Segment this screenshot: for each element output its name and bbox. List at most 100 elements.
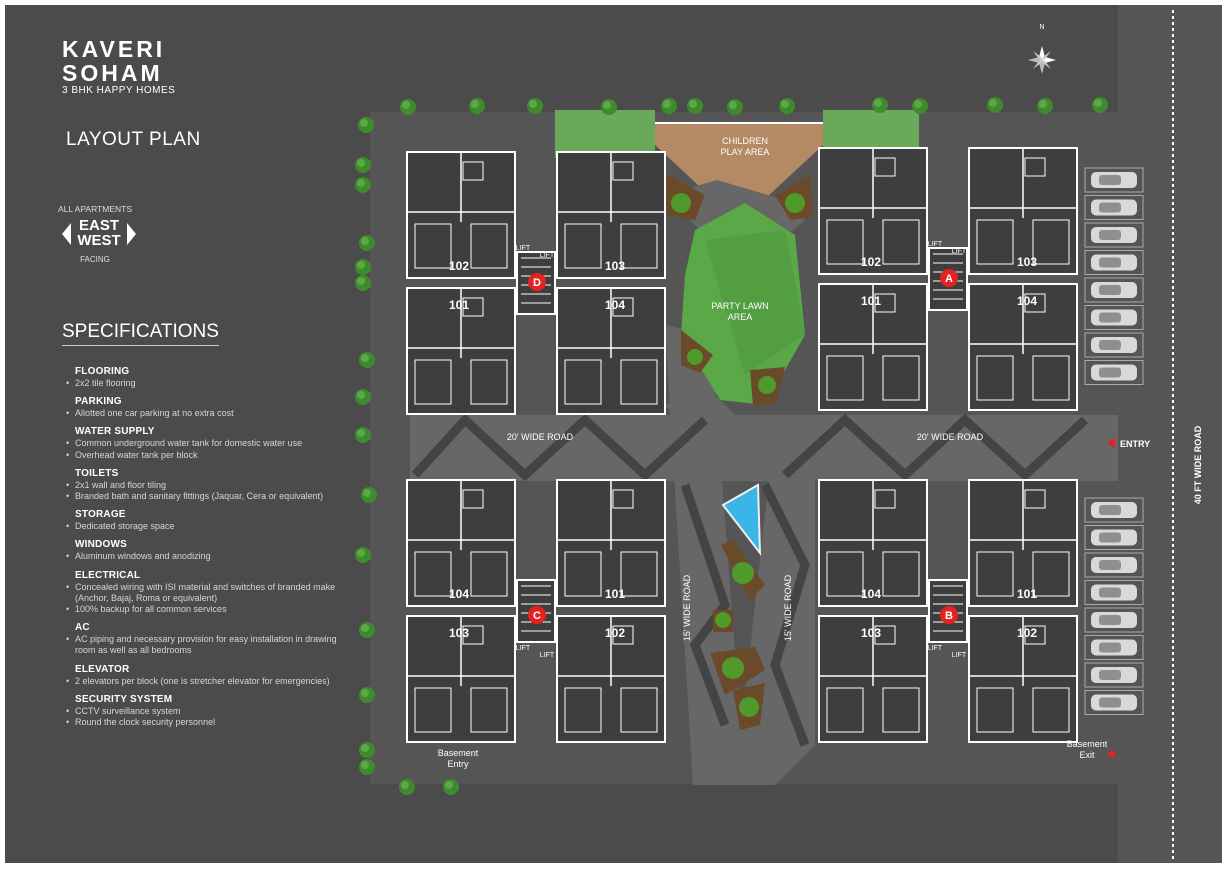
- exit-arrow-icon: [1107, 749, 1115, 759]
- spec-section: PARKINGAllotted one car parking at no ex…: [66, 396, 337, 419]
- unit-number: 102: [861, 255, 881, 269]
- block-core: [516, 251, 556, 315]
- parking-bay: [1084, 195, 1144, 220]
- basement-exit-label-1: Basement: [1067, 739, 1108, 749]
- lift-label: LIFT: [928, 241, 943, 248]
- entry-label: ENTRY: [1120, 439, 1150, 449]
- specifications-list: FLOORING2x2 tile flooringPARKINGAllotted…: [66, 366, 337, 729]
- lift-label: LIFT: [516, 245, 531, 252]
- play-area-label-2: PLAY AREA: [721, 147, 770, 157]
- unit-number: 102: [605, 626, 625, 640]
- spec-item: Allotted one car parking at no extra cos…: [66, 408, 337, 419]
- basement-exit-label-2: Exit: [1079, 750, 1095, 760]
- lift-label: LIFT: [516, 645, 531, 652]
- parking-bay: [1084, 332, 1144, 358]
- unit-number: 101: [449, 298, 469, 312]
- east-arrow-icon: [127, 223, 136, 245]
- compass-north-label: N: [1039, 24, 1044, 31]
- block-marker: [940, 269, 958, 287]
- unit-number: 103: [449, 626, 469, 640]
- brochure-frame: KAVERI SOHAM 3 BHK HAPPY HOMES LAYOUT PL…: [5, 5, 1222, 863]
- block-marker: [528, 273, 546, 291]
- unit-number: 103: [861, 626, 881, 640]
- unit-number: 101: [1017, 587, 1037, 601]
- spec-item: CCTV surveillance system: [66, 706, 337, 717]
- spec-section: WATER SUPPLYCommon underground water tan…: [66, 426, 337, 461]
- basement-entry-label-2: Entry: [447, 759, 469, 769]
- brand-name-line1: KAVERI: [62, 36, 166, 62]
- main-road-label: 40 FT WIDE ROAD: [1193, 425, 1203, 504]
- block-marker-label: A: [945, 273, 953, 285]
- parking-bay: [1084, 552, 1144, 578]
- basement-entry-label-1: Basement: [438, 748, 479, 758]
- brand-name-line2: SOHAM: [62, 60, 163, 86]
- spec-item: 2x2 tile flooring: [66, 378, 337, 389]
- spec-heading: AC: [75, 622, 90, 634]
- brand-tagline: 3 BHK HAPPY HOMES: [62, 85, 176, 96]
- entry-arrow-icon: [1107, 438, 1115, 448]
- west-label: WEST: [77, 232, 121, 249]
- block-marker-label: D: [533, 277, 541, 289]
- party-lawn-label-2: AREA: [728, 312, 753, 322]
- children-play-area: [655, 123, 823, 197]
- road-markings: [411, 413, 1089, 747]
- apartment-blocks: 102 103 101 104 D LIFT LIFT 102 103 101 104 A LIFT LI…: [406, 147, 1078, 743]
- main-road-strip: [1118, 5, 1222, 863]
- parking-bay: [1084, 277, 1144, 303]
- parking-bays: [1084, 167, 1144, 715]
- planters: [660, 170, 813, 730]
- spec-heading: STORAGE: [75, 509, 126, 521]
- lawn-strip-left: [555, 110, 655, 158]
- parking-bay: [1084, 305, 1144, 330]
- parking-bay: [1084, 250, 1144, 275]
- spec-item: AC piping and necessary provision for ea…: [66, 634, 337, 656]
- unit-number: 102: [449, 259, 469, 273]
- party-lawn-label-1: PARTY LAWN: [711, 301, 768, 311]
- spec-item: Round the clock security personnel: [66, 717, 337, 728]
- parking-bay: [1084, 690, 1144, 715]
- parking-bay: [1084, 635, 1144, 660]
- trees: [355, 97, 1108, 795]
- lawn-strip-right: [823, 110, 919, 150]
- lift-label: LIFT: [540, 252, 555, 259]
- spec-item: Concealed wiring with ISI material and s…: [66, 582, 337, 604]
- unit-number: 104: [605, 298, 625, 312]
- orientation-caption: ALL APARTMENTS: [57, 204, 132, 214]
- spec-section: FLOORING2x2 tile flooring: [66, 366, 337, 389]
- unit-number: 103: [1017, 255, 1037, 269]
- spec-item: Aluminum windows and anodizing: [66, 551, 337, 562]
- unit-number: 101: [605, 587, 625, 601]
- lift-label: LIFT: [928, 645, 943, 652]
- parking-bay: [1084, 497, 1144, 523]
- spec-item: 2 elevators per block (one is stretcher …: [66, 676, 337, 687]
- road-label-15-a: 15' WIDE ROAD: [682, 574, 692, 641]
- spec-heading: WINDOWS: [75, 539, 127, 551]
- spec-heading: WATER SUPPLY: [75, 426, 155, 438]
- road-label-20-left: 20' WIDE ROAD: [507, 432, 574, 442]
- road-label-20-right: 20' WIDE ROAD: [917, 432, 984, 442]
- block-marker: [528, 606, 546, 624]
- block-marker-label: B: [945, 610, 953, 622]
- parking-bay: [1084, 607, 1144, 633]
- spec-item: 2x1 wall and floor tiling: [66, 480, 337, 491]
- east-west-badge: EAST WEST: [62, 218, 136, 252]
- unit-number: 104: [449, 587, 469, 601]
- spec-item: Overhead water tank per block: [66, 450, 337, 461]
- spec-item: 100% backup for all common services: [66, 604, 337, 615]
- spec-heading: SECURITY SYSTEM: [75, 693, 173, 705]
- spec-heading: ELECTRICAL: [75, 569, 141, 581]
- compass-icon: [1028, 46, 1056, 74]
- block-marker-label: C: [533, 610, 541, 622]
- parking-bay: [1084, 580, 1144, 605]
- lift-label: LIFT: [952, 652, 967, 659]
- spec-item: Dedicated storage space: [66, 521, 337, 532]
- layout-plan-title: LAYOUT PLAN: [66, 129, 201, 150]
- road-label-15-b: 15' WIDE ROAD: [783, 574, 793, 641]
- lift-label: LIFT: [952, 248, 967, 255]
- west-arrow-icon: [62, 223, 71, 245]
- spec-heading: PARKING: [75, 396, 122, 408]
- spec-section: SECURITY SYSTEMCCTV surveillance systemR…: [66, 693, 337, 729]
- play-area-label-1: CHILDREN: [722, 136, 768, 146]
